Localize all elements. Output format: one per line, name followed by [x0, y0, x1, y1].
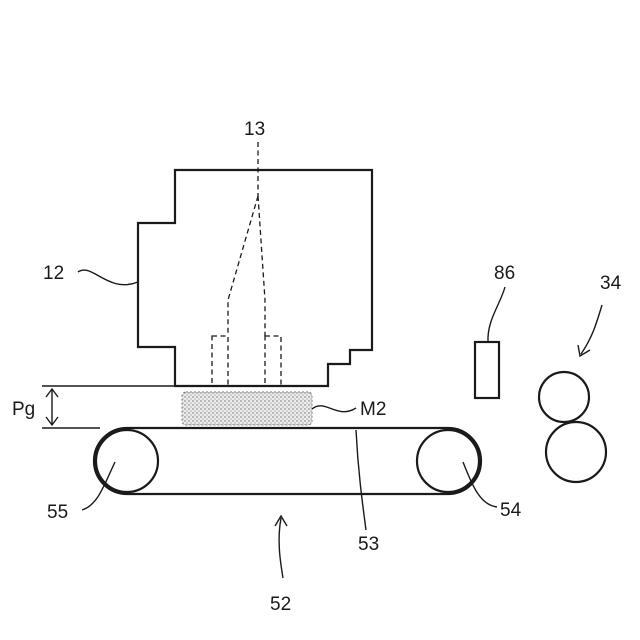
leader-53 [356, 430, 366, 530]
label-roller-54: 54 [500, 500, 522, 521]
label-gap-pg: Pg [12, 399, 35, 420]
label-material-m2: M2 [360, 399, 386, 420]
belt-left-wrap [94, 428, 127, 494]
label-nozzle-13: 13 [244, 119, 265, 140]
nozzle-right-channel [258, 196, 265, 336]
label-roller-55: 55 [47, 502, 68, 523]
print-head-body [138, 170, 372, 386]
label-head-12: 12 [43, 263, 64, 284]
label-belt-53: 53 [358, 534, 379, 555]
leader-m2 [312, 406, 356, 412]
label-rollers-34: 34 [600, 273, 622, 294]
leader-12 [78, 270, 138, 285]
arrow-34-shaft [581, 305, 602, 354]
roller-pair-upper [539, 372, 589, 422]
roller-right-54 [417, 430, 479, 492]
roller-pair-lower [546, 422, 606, 482]
nozzle-left-outlet [212, 336, 228, 386]
belt-right-wrap [448, 428, 481, 494]
arrow-52-shaft [279, 518, 283, 578]
nozzle-right-outlet [265, 336, 281, 386]
label-conveyor-52: 52 [270, 594, 291, 615]
nozzle-left-channel [228, 196, 258, 336]
label-sensor-86: 86 [494, 263, 515, 284]
sensor-86 [475, 342, 499, 398]
leader-86 [488, 287, 505, 342]
material-m2 [182, 392, 312, 425]
